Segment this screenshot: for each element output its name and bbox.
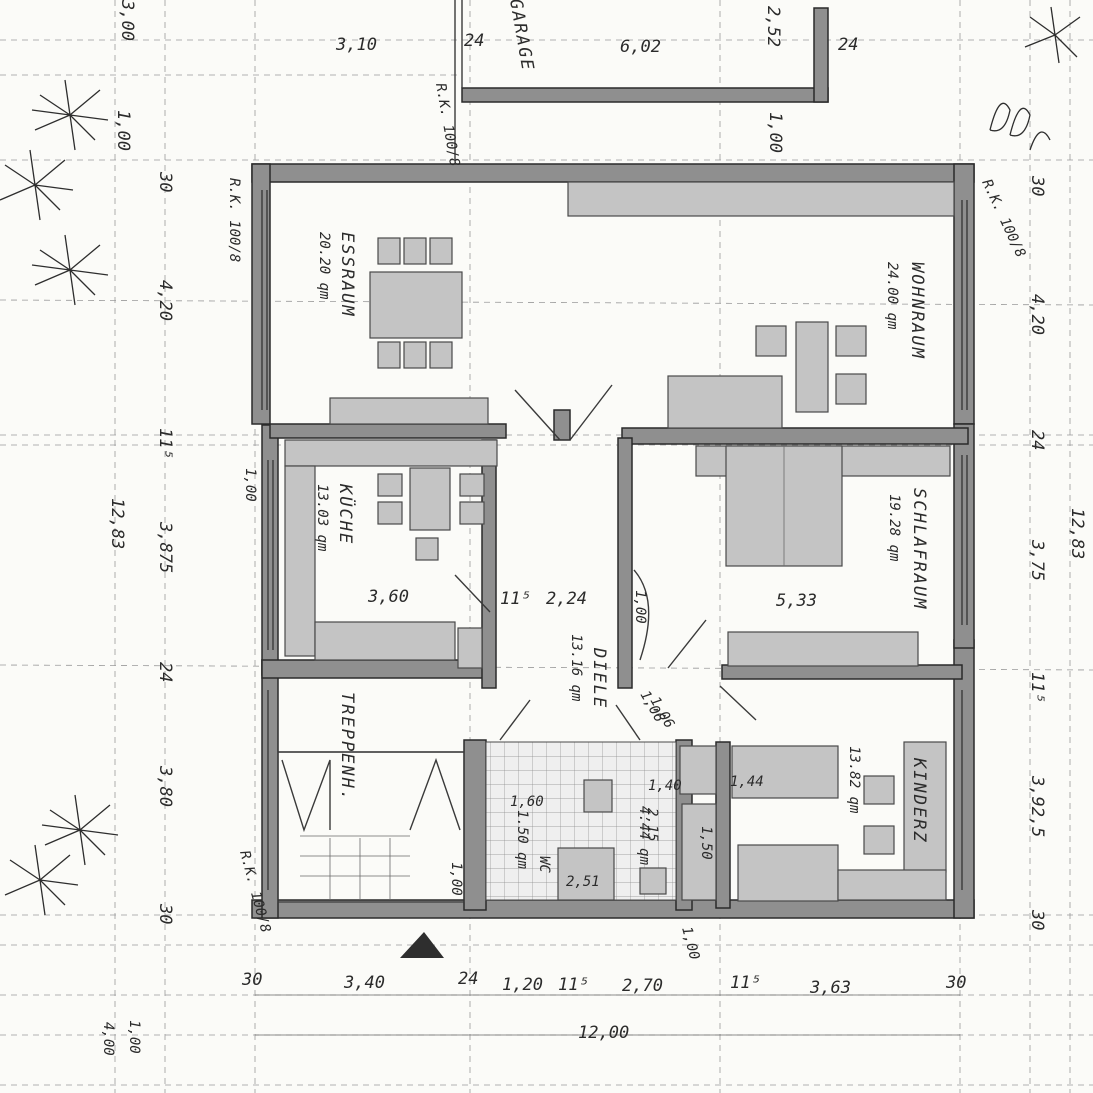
- rk-label-top-right: R.K. 100/8: [978, 177, 1028, 260]
- top-dimensions: 3,10 24 6,02 24 2,52 1,00 1,00 3,00: [113, 0, 858, 153]
- room-area-bad: 4.44 qm: [636, 806, 652, 866]
- interior-walls: [261, 409, 969, 911]
- dim-inner-11: 2,51: [566, 874, 600, 890]
- dim-top-5: 1,00: [765, 112, 785, 153]
- room-name-kinderzimmer: KINDERZ: [909, 757, 929, 844]
- dim-left-1: 4,20: [155, 280, 175, 321]
- dim-inner-3: 11⁵: [500, 589, 531, 609]
- room-area-schlafzimmer: 19.28 qm: [886, 494, 902, 562]
- dim-inner-4: 1,60: [510, 794, 544, 810]
- room-name-treppenhaus: TREPPENH.: [337, 692, 357, 802]
- right-dimensions: 12,83 30 4,20 24 3,75 11⁵ 3,92,5 30: [1027, 175, 1087, 930]
- dim-bottom-5: 2,70: [622, 976, 663, 996]
- dim-inner-14: 1,00: [632, 590, 648, 624]
- dim-bottom-7: 3,63: [809, 978, 851, 998]
- dim-left-5: 3,80: [155, 765, 175, 807]
- dim-right-3: 3,75: [1027, 539, 1047, 581]
- room-area-wohnzimmer: 24.00 qm: [884, 262, 900, 330]
- dim-inner-15: 1,40: [648, 778, 682, 794]
- dim-left-4: 24: [155, 662, 175, 682]
- dim-bottom-0: 30: [241, 970, 262, 990]
- dim-inner-1: 2,24: [546, 589, 587, 609]
- dim-right-4: 11⁵: [1027, 672, 1047, 703]
- room-area-wc: 1.50 qm: [514, 810, 530, 870]
- dim-bottom-2: 24: [458, 969, 478, 989]
- dim-left-2: 11⁵: [155, 428, 175, 459]
- room-area-esszimmer: 20.20 qm: [316, 232, 332, 300]
- dim-top-4: 2,52: [763, 6, 783, 47]
- living-set: [667, 321, 867, 429]
- dim-bottom-6: 11⁵: [730, 973, 761, 993]
- dim-top-1: 24: [464, 31, 484, 51]
- dim-top-3: 24: [838, 35, 858, 55]
- garage-label: GARAGE: [505, 0, 537, 73]
- dim-bottom-total: 12,00: [578, 1023, 629, 1043]
- child-room-fixtures: [731, 741, 947, 902]
- kitchen-fixtures: [284, 439, 498, 669]
- dining-set: [329, 237, 489, 425]
- dim-inner-7: 1,00: [242, 468, 258, 502]
- dim-top-6: 1,00: [113, 110, 133, 151]
- dim-bottom-1: 3,40: [343, 973, 385, 993]
- room-area-kinderzimmer: 13.82 qm: [846, 746, 862, 814]
- exterior-walls: [251, 163, 975, 919]
- dim-inner-16: 4,00: [100, 1022, 116, 1056]
- dim-top-0: 3,10: [335, 35, 377, 55]
- dim-bottom-4: 11⁵: [558, 975, 589, 995]
- dim-inner-12: 1,44: [730, 774, 764, 790]
- bedroom-fixtures: [633, 445, 951, 667]
- left-dimensions: 12,83 30 4,20 11⁵ 3,875 24 3,80 30: [107, 171, 175, 924]
- rk-label-top-mid: R.K. 100/8: [432, 82, 462, 168]
- room-name-schlafzimmer: SCHLAFRAUM: [909, 488, 929, 610]
- dim-inner-5: 2,15: [644, 808, 660, 842]
- dim-right-total: 12,83: [1067, 508, 1087, 559]
- dim-top-7: 3,00: [117, 0, 137, 41]
- dim-inner-0: 3,60: [367, 587, 409, 607]
- tree-icon: [0, 6, 1081, 916]
- garage-outline: [454, 0, 829, 160]
- dim-inner-9: 1,00: [678, 925, 702, 962]
- dim-left-total: 12,83: [107, 498, 127, 549]
- door-swings: [454, 384, 757, 741]
- room-name-kueche: KÜCHE: [335, 483, 357, 545]
- wall-unit: [567, 181, 955, 217]
- dim-inner-10: 1,50: [698, 826, 714, 860]
- rk-label-top-left: R.K. 100/8: [226, 178, 242, 262]
- dim-inner-8: 1,00: [448, 862, 464, 896]
- entrance-arrow: [400, 932, 444, 958]
- room-name-wohnzimmer: WOHNRAUM: [907, 262, 927, 360]
- dim-left-3: 3,875: [155, 521, 175, 573]
- windows: [261, 190, 968, 890]
- bathroom: [485, 741, 717, 901]
- dim-right-2: 24: [1027, 430, 1047, 450]
- room-area-kueche: 13.03 qm: [314, 484, 330, 552]
- room-area-diele: 13.16 qm: [568, 634, 584, 702]
- staircase: [277, 751, 465, 903]
- bottom-dimensions: 30 3,40 24 1,20 11⁵ 2,70 11⁵ 3,63 30 12,…: [241, 969, 966, 1043]
- leaf-icon: [989, 102, 1051, 151]
- room-name-esszimmer: ESSRAUM: [337, 232, 357, 318]
- dim-right-6: 30: [1027, 909, 1047, 930]
- dim-right-1: 4,20: [1027, 294, 1047, 335]
- dim-left-6: 30: [155, 903, 175, 924]
- dim-inner-17: 1,00: [126, 1020, 142, 1054]
- dim-left-0: 30: [155, 171, 175, 192]
- room-name-wc: WC: [536, 856, 552, 873]
- dim-right-0: 30: [1027, 175, 1047, 196]
- dim-bottom-3: 1,20: [502, 975, 543, 995]
- dim-bottom-8: 30: [945, 973, 966, 993]
- room-name-diele: DIELE: [589, 647, 609, 709]
- dim-right-5: 3,92,5: [1027, 775, 1047, 837]
- dim-inner-2: 5,33: [776, 591, 817, 611]
- dim-top-2: 6,02: [620, 37, 661, 57]
